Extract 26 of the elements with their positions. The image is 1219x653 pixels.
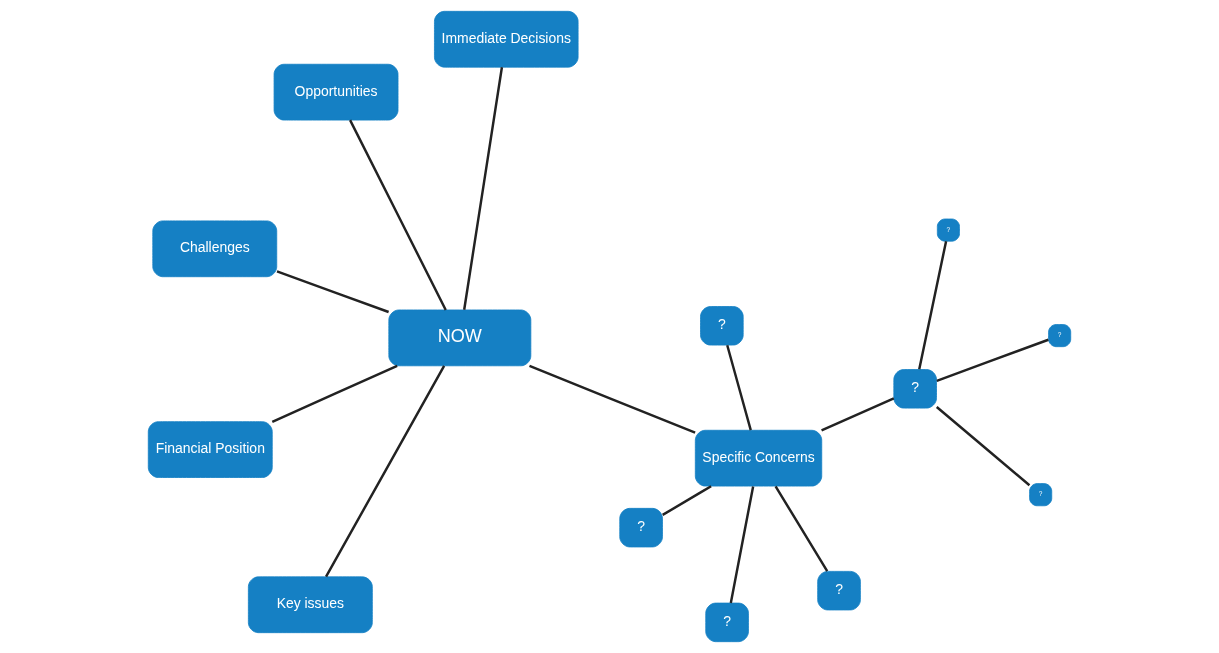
node-box: Financial Position <box>147 421 273 478</box>
connector <box>936 338 1049 382</box>
connector <box>726 344 752 431</box>
node-box: NOW <box>388 309 532 367</box>
connector <box>463 67 504 310</box>
connector <box>325 365 446 578</box>
node-box: ? <box>619 507 663 548</box>
node-box: ? <box>700 306 744 346</box>
connector <box>276 270 390 314</box>
connector <box>935 406 1031 487</box>
connector <box>662 485 712 516</box>
connector <box>349 119 447 311</box>
node-box: Opportunities <box>273 63 399 121</box>
node-box: Challenges <box>152 220 278 278</box>
connector <box>729 486 755 604</box>
node-box: ? <box>705 602 749 643</box>
node-box: ? <box>893 369 937 409</box>
node-box: Key issues <box>247 576 373 634</box>
connector <box>774 485 829 572</box>
connector <box>529 364 696 434</box>
connector <box>918 240 948 370</box>
connector <box>821 397 895 432</box>
node-box: ? <box>817 570 861 611</box>
connector <box>271 364 398 423</box>
node-box: Specific Concerns <box>694 429 823 487</box>
node-box: Immediate Decisions <box>434 10 579 68</box>
